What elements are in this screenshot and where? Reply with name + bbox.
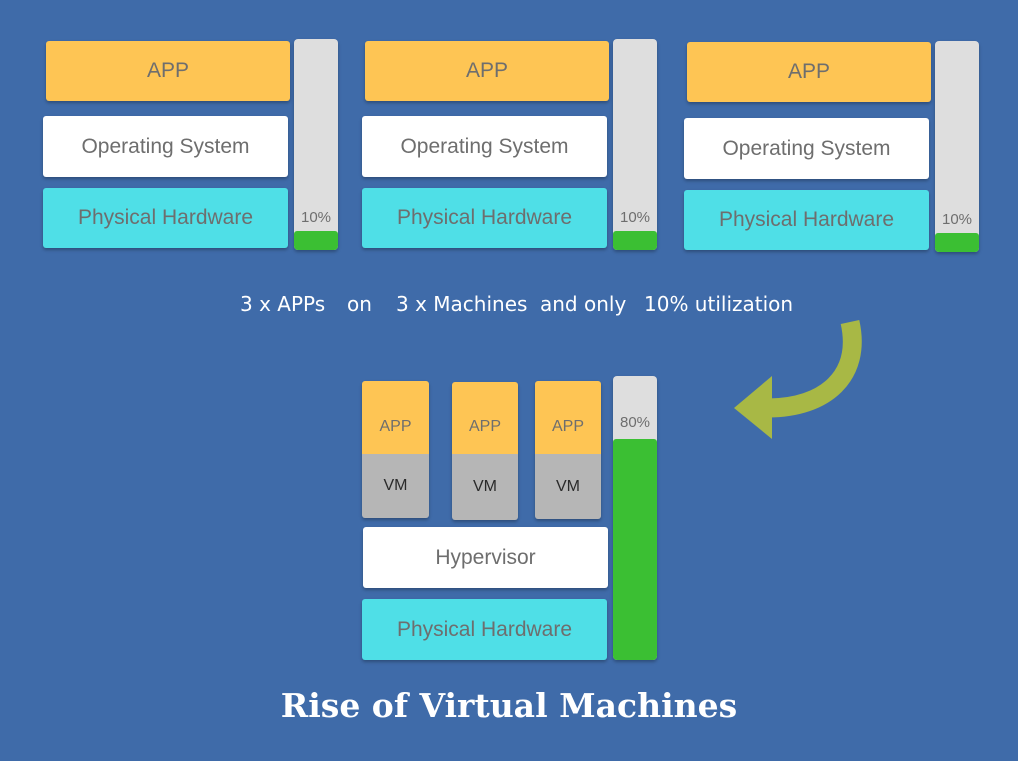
- os-layer: Operating System: [684, 118, 929, 179]
- hypervisor-layer: Hypervisor: [363, 527, 608, 588]
- page-title: Rise of Virtual Machines: [280, 686, 738, 725]
- vm-app-layer: APP: [362, 381, 429, 454]
- os-layer: Operating System: [362, 116, 607, 177]
- vm-app-layer: APP: [535, 381, 601, 454]
- vm-layer: VM: [362, 454, 429, 518]
- hardware-layer: Physical Hardware: [362, 599, 607, 660]
- caption-machines: 3 x Machines: [396, 292, 528, 316]
- utilization-label: 10%: [619, 209, 651, 226]
- hardware-layer: Physical Hardware: [684, 190, 929, 250]
- app-layer: APP: [365, 41, 609, 101]
- utilization-fill: [294, 231, 338, 250]
- vm-layer: VM: [535, 454, 601, 519]
- utilization-gauge: 80%: [613, 376, 657, 660]
- caption-and-only: and only: [540, 292, 627, 316]
- app-layer: APP: [46, 41, 290, 101]
- utilization-fill: [935, 233, 979, 252]
- caption-apps: 3 x APPs: [240, 292, 326, 316]
- app-layer: APP: [687, 42, 931, 102]
- vm-stack-2: APP VM: [452, 382, 518, 520]
- caption-utilization: 10% utilization: [644, 292, 794, 316]
- hardware-layer: Physical Hardware: [43, 188, 288, 248]
- utilization-fill: [613, 439, 657, 660]
- os-layer: Operating System: [43, 116, 288, 177]
- utilization-gauge: 10%: [294, 39, 338, 250]
- utilization-fill: [613, 231, 657, 250]
- caption-on: on: [347, 292, 372, 316]
- utilization-label: 10%: [941, 211, 973, 228]
- vm-app-layer: APP: [452, 382, 518, 454]
- vm-layer: VM: [452, 454, 518, 520]
- curved-arrow-icon: [734, 319, 862, 439]
- hardware-layer: Physical Hardware: [362, 188, 607, 248]
- utilization-gauge: 10%: [935, 41, 979, 252]
- vm-stack-1: APP VM: [362, 381, 429, 518]
- utilization-label: 10%: [300, 209, 332, 226]
- utilization-gauge: 10%: [613, 39, 657, 250]
- utilization-label: 80%: [619, 414, 651, 431]
- vm-stack-3: APP VM: [535, 381, 601, 519]
